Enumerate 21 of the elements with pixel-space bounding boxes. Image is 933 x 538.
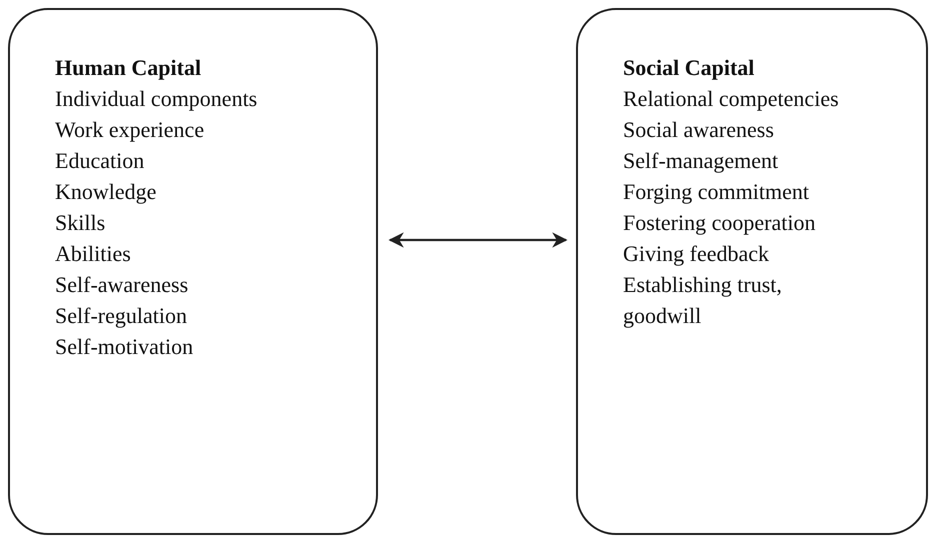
list-item: Establishing trust, goodwill — [623, 271, 783, 330]
rounded-box — [8, 8, 378, 535]
list-item: Social awareness — [623, 116, 774, 144]
list-item: Self-awareness — [55, 271, 188, 299]
list-item: Education — [55, 147, 144, 175]
double-arrow — [388, 232, 568, 248]
rounded-box — [576, 8, 928, 535]
list-item: Forging commitment — [623, 178, 809, 206]
box-heading: Social Capital — [623, 54, 754, 82]
list-item: Fostering cooperation — [623, 209, 816, 237]
box-heading: Human Capital — [55, 54, 202, 82]
list-item: Self-management — [623, 147, 778, 175]
list-item: Knowledge — [55, 178, 156, 206]
list-item: Abilities — [55, 240, 131, 268]
list-item: Work experience — [55, 116, 204, 144]
list-item: Individual components — [55, 85, 258, 113]
list-item: Giving feedback — [623, 240, 769, 268]
list-item: Relational competencies — [623, 85, 839, 113]
list-item: Self-regulation — [55, 302, 187, 330]
list-item: Skills — [55, 209, 106, 237]
list-item: Self-motivation — [55, 333, 194, 361]
